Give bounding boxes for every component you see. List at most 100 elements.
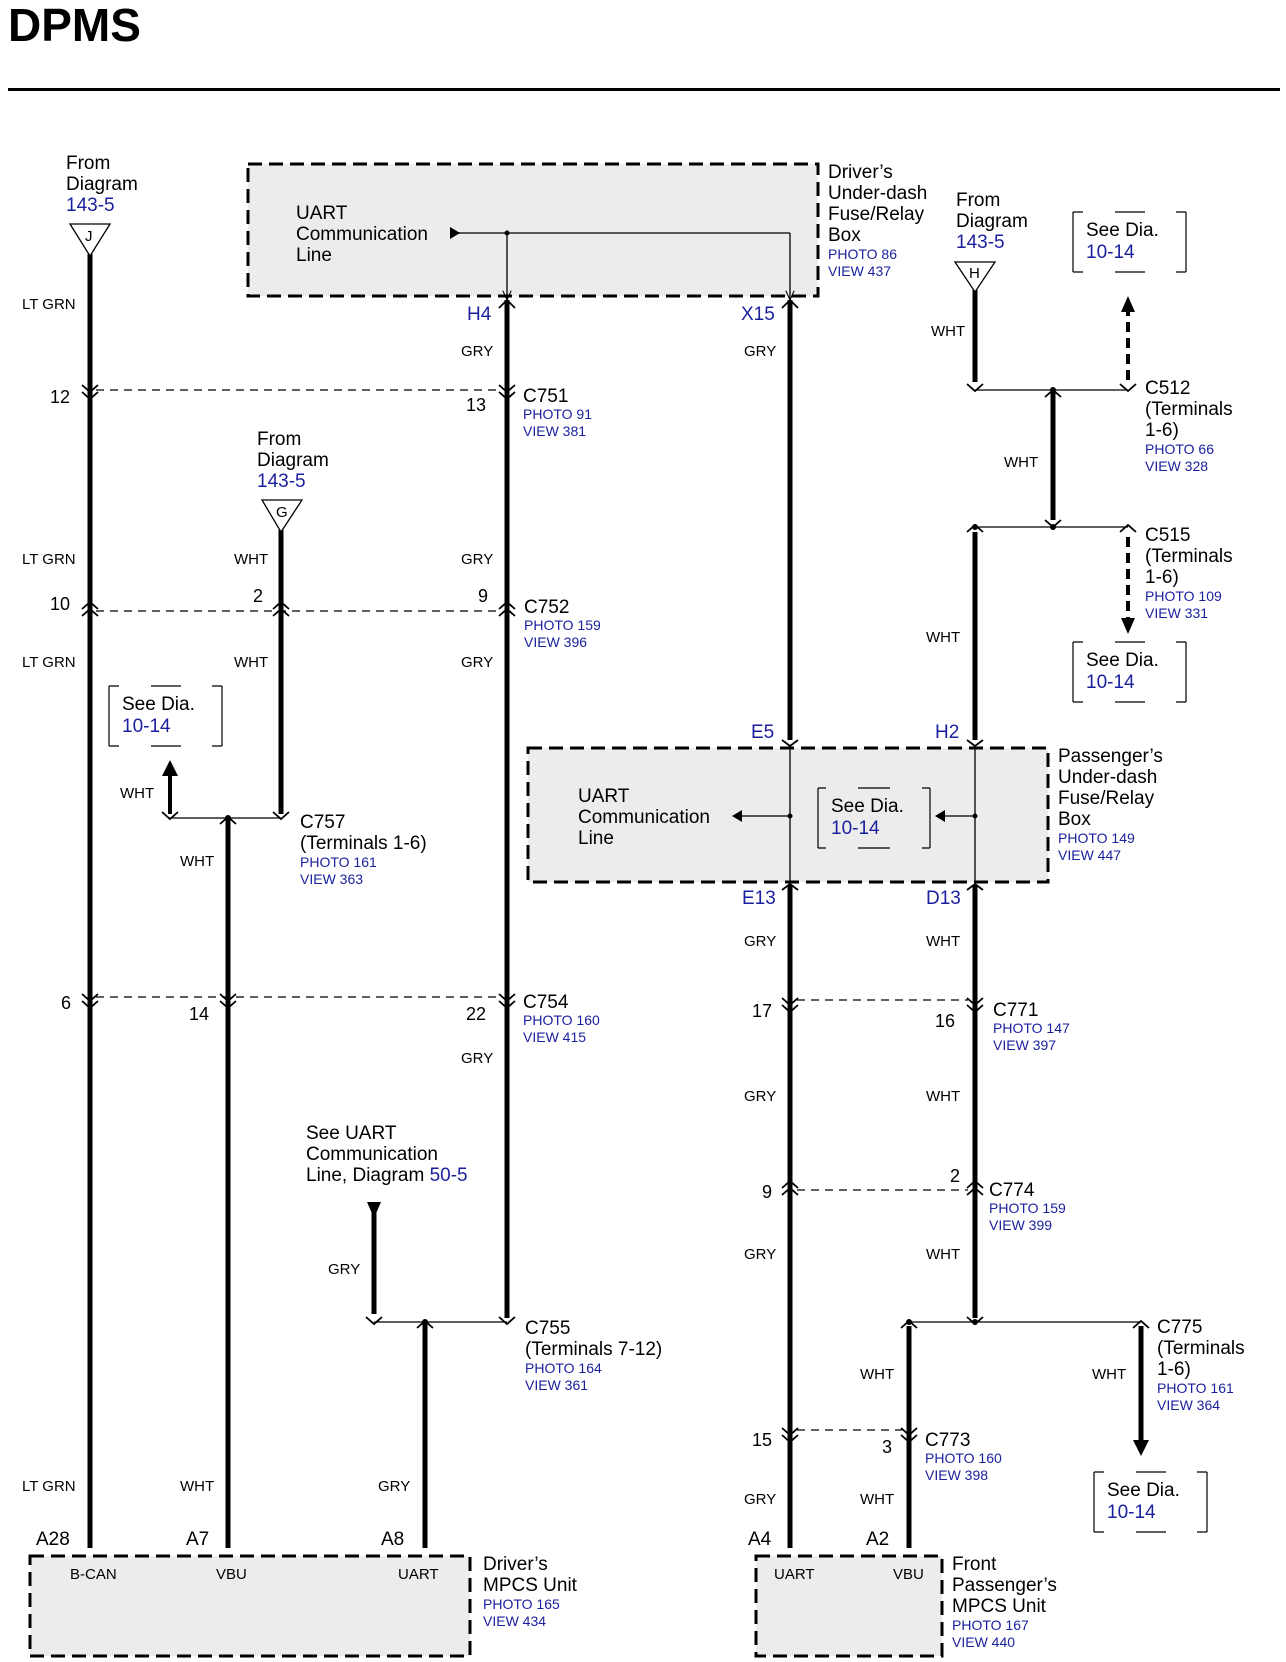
c752-photo: PHOTO 159	[524, 617, 601, 633]
wire-color-labels: LT GRN LT GRN LT GRN LT GRN WHT WHT WHT …	[22, 296, 1126, 1508]
from-j-ref: 143-5	[66, 195, 115, 216]
driver-mpcs-pin-a28: A28	[36, 1529, 70, 1550]
c755-sub: (Terminals 7-12)	[525, 1339, 662, 1360]
from-diagram-h: From Diagram 143-5 H	[953, 190, 1028, 294]
pass-box-pin-d13: D13	[926, 888, 961, 909]
from-g-letter: G	[276, 504, 288, 521]
c771-view: VIEW 397	[993, 1037, 1056, 1053]
from-h-ref: 143-5	[956, 232, 1005, 253]
title-rule	[8, 88, 1280, 91]
c512-sub2: 1-6)	[1145, 420, 1179, 441]
pass-box-pin-e5: E5	[751, 722, 774, 743]
pass-box-view: VIEW 447	[1058, 847, 1121, 863]
page-title: DPMS	[8, 0, 141, 51]
front-mpcs-photo: PHOTO 167	[952, 1617, 1029, 1633]
pass-box-name-2: Under-dash	[1058, 767, 1157, 788]
c773-name: C773	[925, 1430, 970, 1451]
pass-box-uart-line2: Communication	[578, 807, 710, 828]
c754-name: C754	[523, 992, 569, 1013]
wire-label-gry: GRY	[378, 1478, 410, 1495]
connector-dashes	[96, 389, 968, 1431]
see-uart-line1: See UART	[306, 1123, 397, 1144]
driver-mpcs-unit: B-CAN VBU UART Driver’s MPCS Unit PHOTO …	[28, 1529, 578, 1658]
pin-c752-right: 9	[478, 586, 488, 606]
wire-label-wht: WHT	[926, 1088, 960, 1105]
see-uart-line3: Line, Diagram 50-5	[306, 1165, 468, 1186]
c757-photo: PHOTO 161	[300, 854, 377, 870]
front-mpcs-name-2: Passenger’s	[952, 1575, 1057, 1596]
c751-photo: PHOTO 91	[523, 406, 592, 422]
see-dia-ref: 10-14	[1107, 1502, 1156, 1523]
driver-box-name-4: Box	[828, 225, 861, 246]
front-mpcs-term-uart: UART	[774, 1566, 815, 1583]
wire-label-wht: WHT	[860, 1366, 894, 1383]
wire-label-wht: WHT	[180, 1478, 214, 1495]
wire-label-wht: WHT	[234, 551, 268, 568]
wire-label-wht: WHT	[180, 853, 214, 870]
driver-box-view: VIEW 437	[828, 263, 891, 279]
pass-box-uart-line3: Line	[578, 828, 614, 849]
c774-name: C774	[989, 1180, 1035, 1201]
see-uart-ref: 50-5	[430, 1165, 468, 1186]
c755-view: VIEW 361	[525, 1377, 588, 1393]
passenger-underdash-box: UART Communication Line See Dia. 10-14 P…	[526, 722, 1163, 909]
wire-label-wht: WHT	[1004, 454, 1038, 471]
driver-box-pin-x15: X15	[741, 304, 775, 325]
driver-box-name-3: Fuse/Relay	[828, 204, 925, 225]
from-h-line1: From	[956, 190, 1000, 211]
connector-labels: C751 PHOTO 91 VIEW 381 C752 PHOTO 159 VI…	[300, 378, 1245, 1483]
c515-sub1: (Terminals	[1145, 546, 1233, 567]
c752-view: VIEW 396	[524, 634, 587, 650]
pin-c751-left: 12	[50, 387, 70, 407]
driver-mpcs-term-bcan: B-CAN	[70, 1566, 117, 1583]
pass-box-pin-h2: H2	[935, 722, 959, 743]
c773-view: VIEW 398	[925, 1467, 988, 1483]
from-diagram-j: From Diagram 143-5 J	[66, 153, 138, 258]
driver-box-name-1: Driver’s	[828, 162, 893, 183]
driver-mpcs-name-2: MPCS Unit	[483, 1575, 578, 1596]
driver-mpcs-name-1: Driver’s	[483, 1554, 548, 1575]
driver-mpcs-term-uart: UART	[398, 1566, 439, 1583]
c773-photo: PHOTO 160	[925, 1450, 1002, 1466]
c757-view: VIEW 363	[300, 871, 363, 887]
wire-label-ltgrn: LT GRN	[22, 551, 76, 568]
driver-box-uart-line1: UART	[296, 203, 348, 224]
pin-c754-right: 22	[466, 1004, 486, 1024]
c771-photo: PHOTO 147	[993, 1020, 1070, 1036]
pin-c773-left: 15	[752, 1430, 772, 1450]
c775-view: VIEW 364	[1157, 1397, 1220, 1413]
see-dia-top-right: See Dia. 10-14	[1072, 211, 1187, 273]
wire-label-ltgrn: LT GRN	[22, 654, 76, 671]
front-mpcs-view: VIEW 440	[952, 1634, 1015, 1650]
see-dia-ref: 10-14	[831, 818, 880, 839]
pin-c754-left: 6	[61, 993, 71, 1013]
see-dia-text: See Dia.	[122, 694, 195, 715]
pin-c771-right: 16	[935, 1011, 955, 1031]
see-dia-c775: See Dia. 10-14	[1093, 1471, 1208, 1533]
c757-sub: (Terminals 1-6)	[300, 833, 427, 854]
driver-mpcs-pin-a8: A8	[381, 1529, 404, 1550]
pass-box-pin-e13: E13	[742, 888, 776, 909]
pass-box-name-3: Fuse/Relay	[1058, 788, 1155, 809]
wire-label-wht: WHT	[926, 933, 960, 950]
pin-c774-right: 2	[950, 1166, 960, 1186]
c515-view: VIEW 331	[1145, 605, 1208, 621]
wire-label-gry: GRY	[744, 343, 776, 360]
front-mpcs-unit: UART VBU Front Passenger’s MPCS Unit PHO…	[748, 1529, 1057, 1658]
from-j-letter: J	[85, 228, 93, 245]
driver-box-name-2: Under-dash	[828, 183, 927, 204]
c751-view: VIEW 381	[523, 423, 586, 439]
arrowheads	[162, 296, 1149, 1456]
c754-photo: PHOTO 160	[523, 1012, 600, 1028]
front-mpcs-name-1: Front	[952, 1554, 997, 1575]
see-dia-c515: See Dia. 10-14	[1072, 641, 1187, 703]
pin-c751-right: 13	[466, 395, 486, 415]
from-diagram-g: From Diagram 143-5 G	[257, 429, 329, 534]
driver-mpcs-photo: PHOTO 165	[483, 1596, 560, 1612]
see-dia-c757: See Dia. 10-14	[108, 685, 223, 747]
wire-label-gry: GRY	[461, 1050, 493, 1067]
c757-name: C757	[300, 812, 345, 833]
pin-c771-left: 17	[752, 1001, 772, 1021]
see-dia-ref: 10-14	[1086, 242, 1135, 263]
see-dia-text: See Dia.	[1086, 220, 1159, 241]
